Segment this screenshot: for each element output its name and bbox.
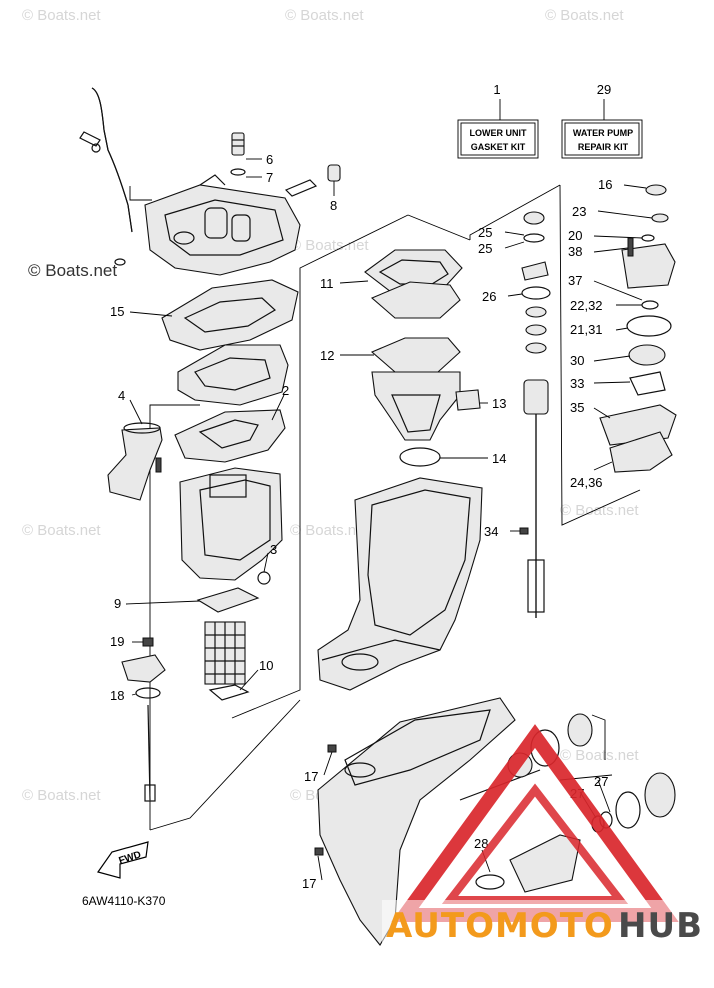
watermark: © Boats.net: [560, 747, 639, 764]
watermark: © Boats.net: [545, 7, 624, 24]
upper-casing: [144, 174, 301, 276]
callout-1: 1: [493, 82, 500, 97]
forward-arrow-icon: FWD: [97, 841, 149, 879]
watermark: © Boats.net: [560, 502, 639, 519]
callout-17: 17: [304, 769, 318, 784]
gasket-2-and-oil-pan: [174, 409, 286, 581]
watermark: © Boats.net: [285, 7, 364, 24]
callout-20: 20: [568, 228, 582, 243]
callout-27: 27: [594, 774, 608, 789]
water-pump-stack: [599, 184, 677, 473]
callout-10: 10: [259, 658, 273, 673]
water-tube: [79, 87, 133, 266]
exhaust-housing: [317, 477, 483, 691]
callout-22-32: 22,32: [570, 298, 603, 313]
callout-11: 11: [320, 276, 334, 291]
callout-21-31: 21,31: [570, 322, 603, 337]
brand-part1: AUTOMOTO: [386, 906, 614, 946]
watermark: © Boats.net: [290, 237, 369, 254]
callout-7: 7: [266, 170, 273, 185]
callout-25: 25: [478, 241, 492, 256]
callout-9: 9: [114, 596, 121, 611]
brand-part2: HUB: [618, 906, 703, 946]
lower-left-stack: [196, 571, 271, 701]
callout-4: 4: [118, 388, 125, 403]
watermark: © Boats.net: [22, 787, 101, 804]
watermark-prominent: © Boats.net: [28, 261, 117, 280]
callout-17: 17: [302, 876, 316, 891]
callout-24-36: 24,36: [570, 475, 603, 490]
callout-23: 23: [572, 204, 586, 219]
water-pump-repair-kit-box: 29 WATER PUMP REPAIR KIT: [561, 82, 643, 159]
callout-29: 29: [597, 82, 611, 97]
callout-30: 30: [570, 353, 584, 368]
callout-6: 6: [266, 152, 273, 167]
small-fittings-top: [230, 132, 341, 197]
water-pump-kit-line2: REPAIR KIT: [578, 142, 629, 152]
callout-14: 14: [492, 451, 506, 466]
callout-18: 18: [110, 688, 124, 703]
center-gaskets-and-housing: [364, 249, 481, 467]
callout-34: 34: [484, 524, 498, 539]
upper-gasket-and-spacer: [161, 279, 299, 406]
callout-35: 35: [570, 400, 584, 415]
callout-13: 13: [492, 396, 506, 411]
callout-19: 19: [110, 634, 124, 649]
callout-2: 2: [282, 383, 289, 398]
watermark: © Boats.net: [22, 522, 101, 539]
diagram-code: 6AW4110-K370: [82, 894, 166, 908]
lower-unit-kit-line1: LOWER UNIT: [470, 128, 527, 138]
lower-unit-kit-line2: GASKET KIT: [471, 142, 526, 152]
automotohub-logo: AUTOMOTO HUB: [382, 724, 714, 950]
lower-unit-gasket-kit-box: 1 LOWER UNIT GASKET KIT: [457, 82, 539, 159]
shift-rod-assembly: [121, 637, 166, 802]
callout-8: 8: [330, 198, 337, 213]
drive-shaft: [519, 211, 551, 618]
watermark: © Boats.net: [290, 522, 369, 539]
watermark: © Boats.net: [22, 7, 101, 24]
mount-bracket-4: [107, 422, 163, 501]
callout-26: 26: [482, 289, 496, 304]
callout-38: 38: [568, 244, 582, 259]
callout-33: 33: [570, 376, 584, 391]
callout-3: 3: [270, 542, 277, 557]
callout-15: 15: [110, 304, 124, 319]
callout-12: 12: [320, 348, 334, 363]
callout-37: 37: [568, 273, 582, 288]
callout-25: 25: [478, 225, 492, 240]
gear-case: [317, 697, 541, 946]
callout-28: 28: [474, 836, 488, 851]
callout-16: 16: [598, 177, 612, 192]
water-pump-kit-line1: WATER PUMP: [573, 128, 633, 138]
